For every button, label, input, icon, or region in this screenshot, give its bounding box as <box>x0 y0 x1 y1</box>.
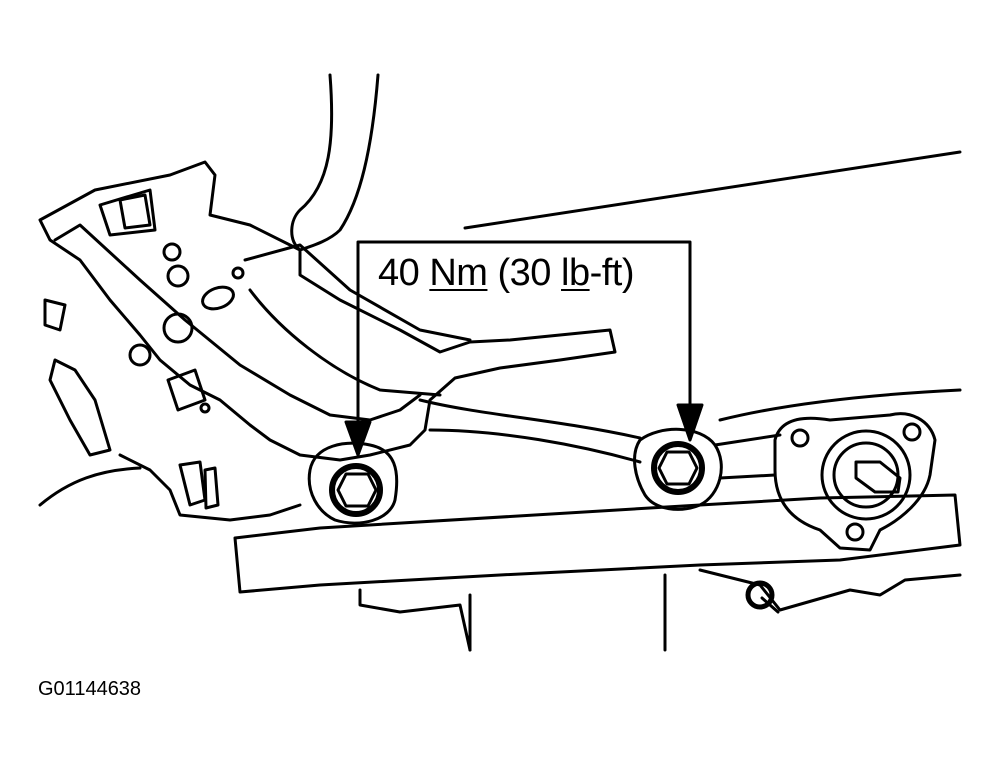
frame-mid-line <box>718 388 962 422</box>
cable <box>38 466 142 507</box>
hole <box>199 402 211 414</box>
left-bracket-inner <box>53 223 422 422</box>
flange-hole <box>902 422 922 442</box>
bracket-bottom <box>118 453 302 522</box>
bolt-2-head <box>657 450 699 486</box>
torque-imperial-value: 30 <box>509 252 552 294</box>
hole <box>128 343 152 367</box>
torque-imperial-unit: lb <box>561 252 590 294</box>
connector <box>178 460 207 507</box>
window <box>166 368 207 412</box>
bracket-tab <box>118 193 152 230</box>
bolt-1-washer <box>329 463 383 517</box>
support-post <box>468 573 667 652</box>
figure-id: G01144638 <box>38 678 142 700</box>
boss-1 <box>307 441 399 525</box>
link-arm <box>418 398 642 464</box>
sensor-body <box>820 429 912 521</box>
bolt-2-washer <box>651 441 705 495</box>
slot-hole <box>201 285 235 311</box>
bracket-arm-lower <box>248 288 442 397</box>
sensor-flange <box>773 412 937 552</box>
frame-top-line <box>463 150 962 230</box>
connector-b <box>203 466 220 510</box>
crossmember <box>233 493 962 594</box>
small-bolt <box>745 580 775 610</box>
paren-open: ( <box>497 252 511 294</box>
flange-hole <box>790 428 810 448</box>
torque-value: 40 <box>378 252 420 294</box>
hole <box>231 266 245 280</box>
crossmember-lower <box>358 588 472 652</box>
torque-imperial-unit-suffix: -ft) <box>589 252 635 294</box>
bracket-slot <box>98 188 157 237</box>
bolt-1-head <box>336 472 378 508</box>
arrow-right-icon <box>676 403 704 442</box>
flange-left <box>43 298 67 332</box>
hole <box>166 264 190 288</box>
flange-left-lower <box>48 358 112 457</box>
callout-bracket <box>356 240 692 427</box>
arrow-left-icon <box>344 420 372 457</box>
support-plate <box>698 568 962 612</box>
small-bolt-stud <box>760 596 780 614</box>
flange-hole <box>845 522 865 542</box>
torque-spec-label: 40 Nm (30 lb-ft) <box>378 252 635 295</box>
left-bracket <box>38 160 617 462</box>
link-arm-right <box>713 433 782 480</box>
bracket-arm <box>243 243 472 342</box>
sensor-shaft <box>854 460 902 494</box>
torque-unit: Nm <box>429 252 488 294</box>
housing-outline <box>290 73 334 252</box>
hole <box>162 312 194 344</box>
hole <box>162 242 182 262</box>
housing-outline-right <box>298 73 380 252</box>
